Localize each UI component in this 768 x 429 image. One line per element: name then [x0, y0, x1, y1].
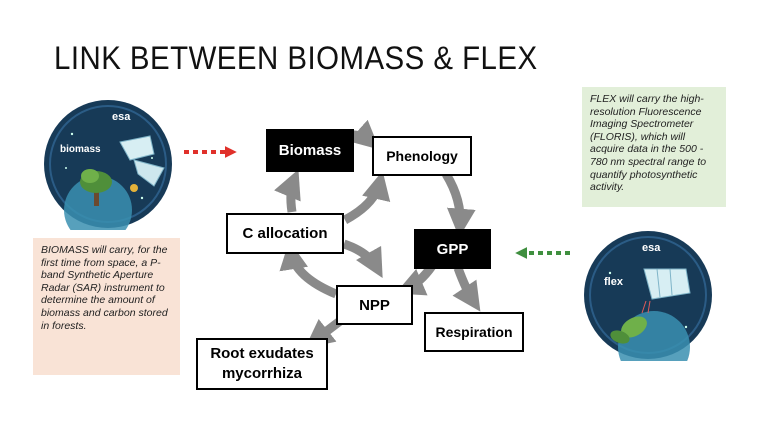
node-biomass: Biomass — [266, 129, 354, 172]
arrow-callocation-to-npp — [342, 239, 383, 279]
arrow-callocation-to-phenology — [342, 170, 391, 224]
flex-description-note: FLEX will carry the high-resolution Fluo… — [582, 87, 726, 207]
node-respiration: Respiration — [424, 312, 524, 352]
arrow-gpp-to-respiration — [452, 266, 481, 312]
node-npp: NPP — [336, 285, 413, 325]
node-c-allocation: C allocation — [226, 213, 344, 254]
node-root-exudates: Root exudates mycorrhiza — [196, 338, 328, 390]
arrow-callocation-to-biomass — [274, 169, 301, 213]
biomass-logo-esa-text: esa — [112, 111, 131, 123]
biomass-logo-mission-text: biomass — [60, 144, 101, 155]
node-phenology: Phenology — [372, 136, 472, 176]
biomass-mission-logo: esa biomass — [44, 100, 172, 230]
flex-logo-esa-text: esa — [642, 242, 661, 254]
node-root-line2: mycorrhiza — [221, 365, 303, 382]
arrow-phenology-to-gpp — [442, 171, 476, 238]
node-gpp: GPP — [414, 229, 491, 269]
flex-mission-logo: esa flex — [584, 231, 712, 361]
page-title: LINK BETWEEN BIOMASS & FLEX — [54, 40, 538, 76]
arrow-npp-to-callocation — [279, 240, 338, 299]
biomass-description-note: BIOMASS will carry, for the first time f… — [33, 238, 180, 375]
node-root-line1: Root exudates — [210, 345, 314, 362]
flex-logo-mission-text: flex — [604, 276, 624, 288]
